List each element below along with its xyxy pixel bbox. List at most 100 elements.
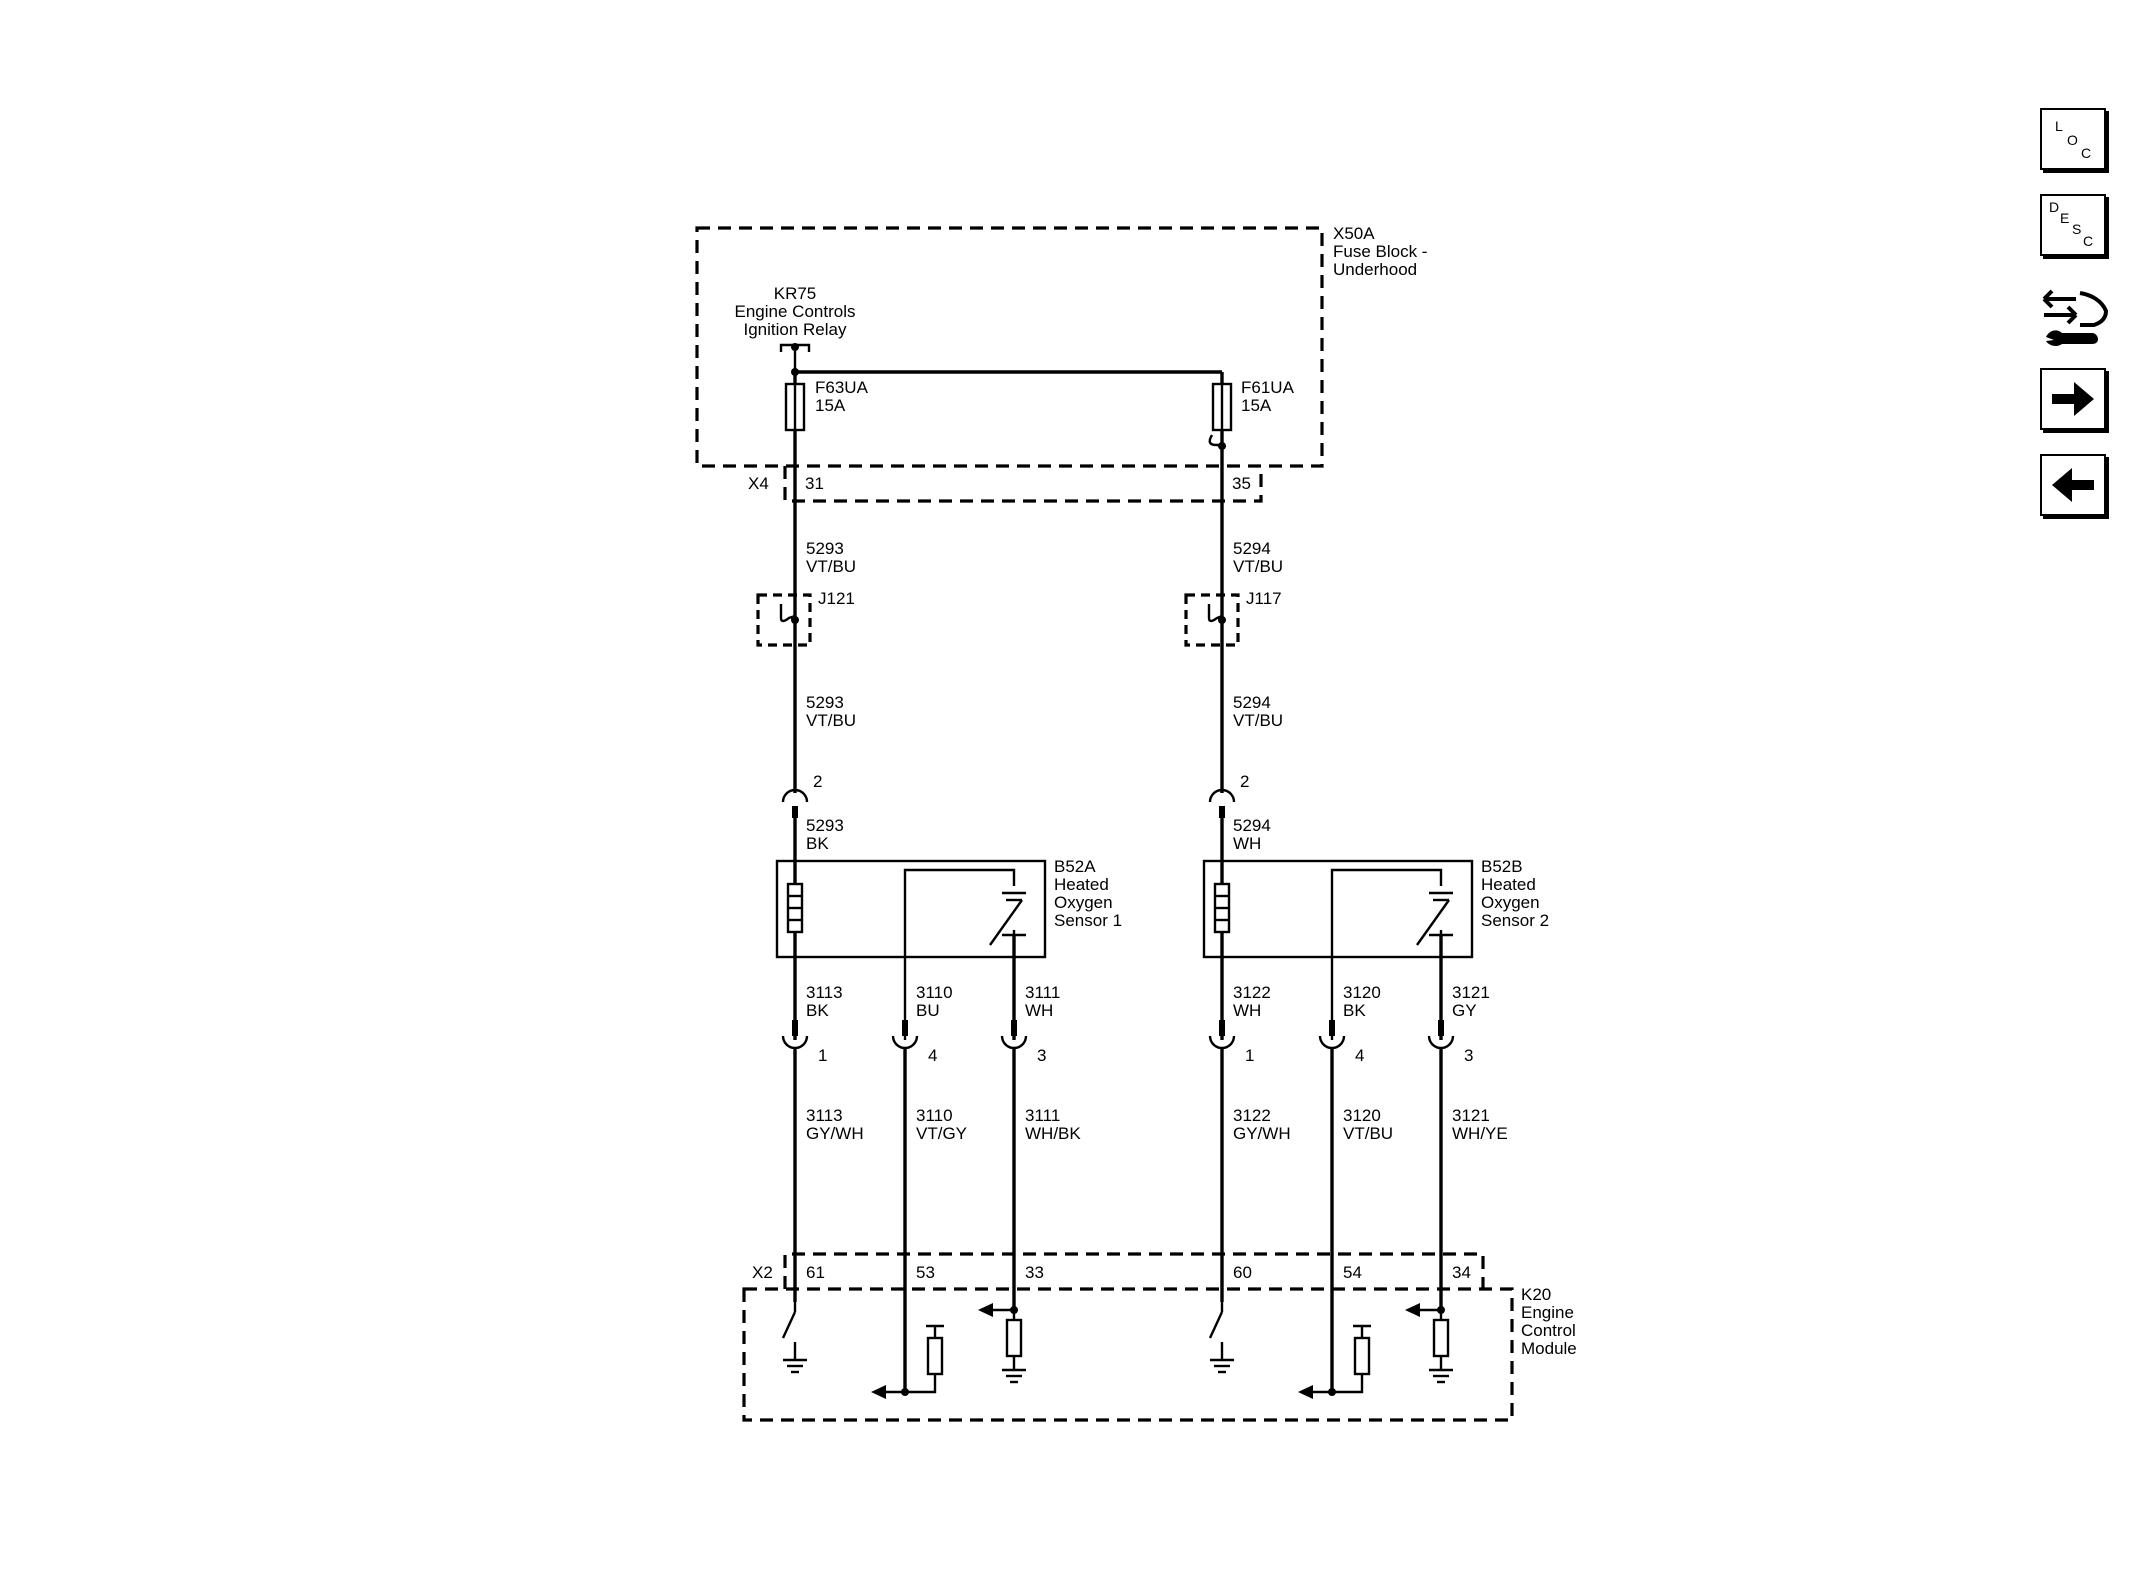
desc-letter-e: E (2060, 210, 2070, 226)
ecm-low-side-switch-b (1208, 1302, 1234, 1374)
sensor-b-name-1: Heated (1481, 875, 1536, 894)
sb-w2-circuit: 3120 (1343, 983, 1381, 1002)
sa-w1-circuit: 3113 (806, 983, 843, 1002)
next-page-button[interactable] (2040, 368, 2106, 430)
connector-x2-outline (783, 1252, 1485, 1289)
ecm-pin-54: 54 (1343, 1263, 1362, 1282)
sa-w2-color: BU (916, 1001, 940, 1020)
sb-w3-color-lower: WH/YE (1452, 1124, 1508, 1143)
loc-letter-o: O (2067, 132, 2078, 148)
sensor-a-id: B52A (1054, 857, 1096, 876)
fuse-block-id: X50A (1333, 224, 1375, 243)
wire-5294-color-3: WH (1233, 834, 1261, 853)
ecm-name-2: Control (1521, 1321, 1576, 1340)
sensor-a-name-1: Heated (1054, 875, 1109, 894)
sb-w1-circuit-lower: 3122 (1233, 1106, 1271, 1125)
splice-j117-id: J117 (1246, 589, 1282, 608)
diagnostic-tools-button[interactable] (2036, 285, 2110, 347)
fuse-block-outline (695, 226, 1324, 468)
sensor-a-name-2: Oxygen (1054, 893, 1113, 912)
fuse-a-id: F63UA (815, 378, 869, 397)
sa-w1-color-lower: GY/WH (806, 1124, 864, 1143)
sb-w1-circuit: 3122 (1233, 983, 1271, 1002)
previous-page-button[interactable] (2040, 454, 2106, 516)
ecm-low-side-switch-a (781, 1302, 807, 1374)
desc-letter-c: C (2083, 233, 2094, 249)
location-button[interactable]: L O C (2040, 108, 2106, 170)
relay-contact-symbol (779, 343, 811, 372)
loc-letter-l: L (2055, 118, 2063, 134)
relay-name-2: Ignition Relay (743, 320, 847, 339)
sensor-b-outline (1202, 859, 1474, 959)
arrow-left-icon (2052, 468, 2094, 502)
sa-w1-color: BK (806, 1001, 829, 1020)
sa-w2-pin: 4 (928, 1046, 937, 1065)
ecm-name-3: Module (1521, 1339, 1577, 1358)
ecm-pin-33: 33 (1025, 1263, 1044, 1282)
sensor-a-power-pin: 2 (813, 772, 822, 791)
splice-j117-outline (1184, 593, 1240, 647)
sb-w3-circuit: 3121 (1452, 983, 1490, 1002)
ecm-pin-34: 34 (1452, 1263, 1471, 1282)
splice-j121-outline (756, 593, 812, 647)
ecm-outline (742, 1287, 1514, 1422)
wire-5293-color-3: BK (806, 834, 829, 853)
loc-letter-c: C (2081, 145, 2092, 161)
ecm-name-1: Engine (1521, 1303, 1574, 1322)
wire-5294-label-3: 5294 (1233, 816, 1271, 835)
sa-w1-pin: 1 (818, 1046, 827, 1065)
fuse-block-name-2: Underhood (1333, 260, 1417, 279)
sensor-b-heater (1213, 861, 1231, 1040)
sensor-a-heater (786, 861, 804, 1040)
ecm-reference-a (871, 1324, 944, 1399)
ecm-id: K20 (1521, 1285, 1551, 1304)
sa-w1-circuit-lower: 3113 (806, 1106, 843, 1125)
wire-5293-color-2: VT/BU (806, 711, 856, 730)
tools-icon (2042, 289, 2109, 346)
description-button[interactable]: D E S C (2040, 194, 2106, 256)
fuse-b-id: F61UA (1241, 378, 1295, 397)
wire-5293-label-3: 5293 (806, 816, 844, 835)
sb-w3-color: GY (1452, 1001, 1477, 1020)
sensor-b-name-3: Sensor 2 (1481, 911, 1549, 930)
ecm-reference-b (1298, 1324, 1371, 1399)
ecm-signal-a (978, 1303, 1026, 1384)
connector-x4-outline (783, 466, 1263, 503)
wire-5293-label-1: 5293 (806, 539, 844, 558)
ecm-signal-b (1405, 1303, 1453, 1384)
sensor-a-name-3: Sensor 1 (1054, 911, 1122, 930)
sensor-a-power-connector (781, 788, 809, 803)
sb-w1-color: WH (1233, 1001, 1261, 1020)
x4-pin-35: 35 (1232, 474, 1251, 493)
wire-5294-label-2: 5294 (1233, 693, 1271, 712)
wire-5294-color-1: VT/BU (1233, 557, 1283, 576)
sa-w2-color-lower: VT/GY (916, 1124, 967, 1143)
sa-w2-circuit-lower: 3110 (916, 1106, 953, 1125)
sa-w2-circuit: 3110 (916, 983, 953, 1002)
sensor-b-name-2: Oxygen (1481, 893, 1540, 912)
x4-pin-31: 31 (805, 474, 824, 493)
sb-w3-circuit-lower: 3121 (1452, 1106, 1490, 1125)
sensor-b-power-pin: 2 (1240, 772, 1249, 791)
sa-w3-color: WH (1025, 1001, 1053, 1020)
relay-id: KR75 (774, 284, 817, 303)
splice-j121-id: J121 (818, 589, 855, 608)
ecm-pin-61: 61 (806, 1263, 825, 1282)
wire-5293-color-1: VT/BU (806, 557, 856, 576)
sensor-b-harness-connector (1208, 1020, 1455, 1050)
desc-letter-d: D (2049, 199, 2060, 215)
wire-5294-label-1: 5294 (1233, 539, 1271, 558)
fuse-a-rating: 15A (815, 396, 846, 415)
ecm-pin-60: 60 (1233, 1263, 1252, 1282)
sa-w3-color-lower: WH/BK (1025, 1124, 1081, 1143)
wire-5293-label-2: 5293 (806, 693, 844, 712)
sb-w1-pin: 1 (1245, 1046, 1254, 1065)
sensor-b-power-connector (1208, 788, 1236, 803)
sb-w3-pin: 3 (1464, 1046, 1473, 1065)
fuse-b-rating: 15A (1241, 396, 1272, 415)
connector-x2-id: X2 (752, 1263, 773, 1282)
wire-5294-color-2: VT/BU (1233, 711, 1283, 730)
sensor-a-harness-connector (781, 1020, 1028, 1050)
sb-w2-color-lower: VT/BU (1343, 1124, 1393, 1143)
